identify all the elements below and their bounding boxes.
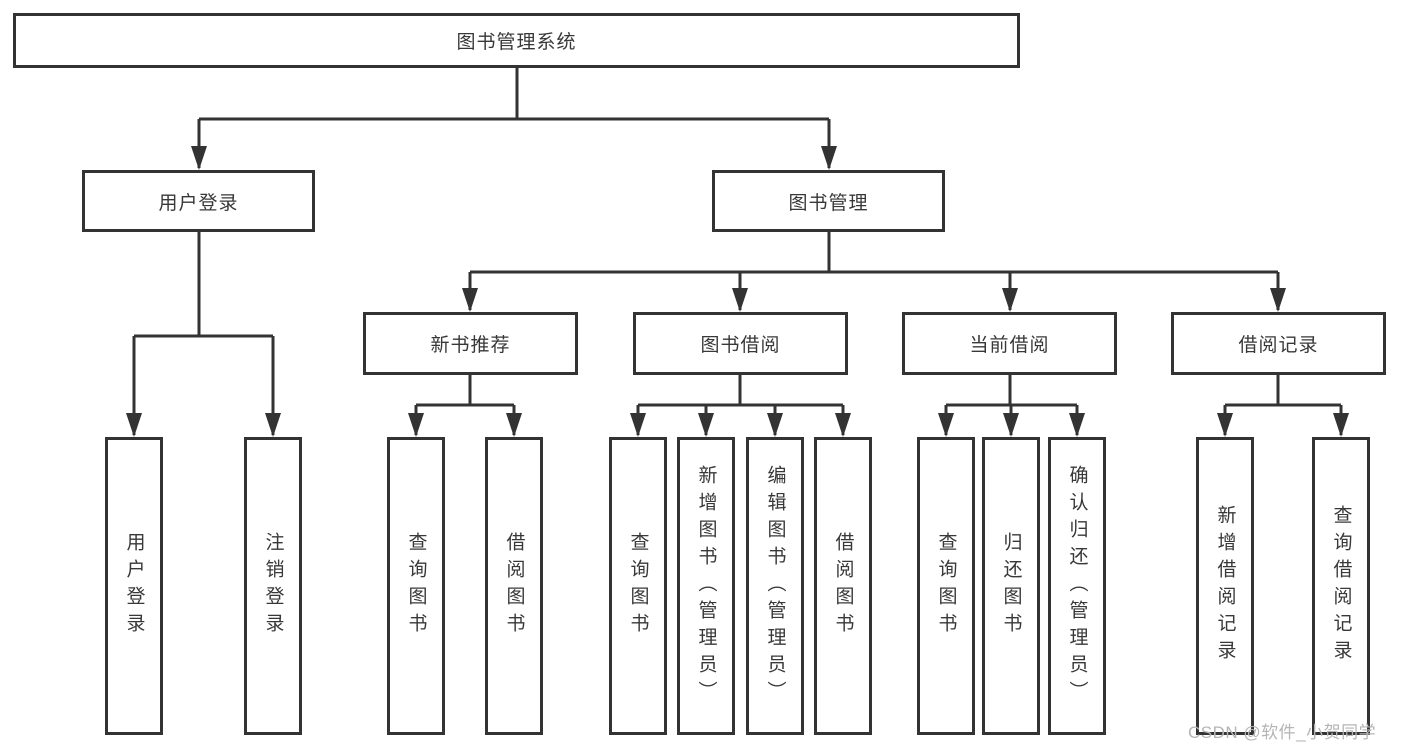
leaf-logout: 注销登录 bbox=[244, 437, 302, 735]
node-label: 图书管理 bbox=[788, 192, 869, 214]
leaf-label: 查询图书 bbox=[405, 532, 427, 640]
leaf-label: 借阅图书 bbox=[832, 532, 854, 640]
leaf-label: 注销登录 bbox=[262, 532, 284, 640]
node-label: 图书借阅 bbox=[700, 335, 781, 356]
csdn-watermark: CSDN @软件_小贺同学 bbox=[1188, 723, 1377, 742]
leaf-confirm-return-admin: 确认归还（管理员） bbox=[1048, 437, 1106, 735]
node-current-borrow: 当前借阅 bbox=[902, 312, 1117, 375]
node-label: 新书推荐 bbox=[430, 335, 511, 356]
node-borrow-records: 借阅记录 bbox=[1171, 312, 1386, 375]
leaf-query-books: 查询图书 bbox=[387, 437, 445, 735]
leaf-label: 查询图书 bbox=[935, 532, 957, 640]
node-user-login: 用户登录 bbox=[82, 170, 315, 232]
leaf-edit-books-admin: 编辑图书（管理员） bbox=[746, 437, 804, 735]
leaf-add-books-admin: 新增图书（管理员） bbox=[677, 437, 735, 735]
node-label: 图书管理系统 bbox=[456, 32, 577, 53]
leaf-label: 新增借阅记录 bbox=[1214, 505, 1236, 667]
leaf-label: 确认归还（管理员） bbox=[1066, 464, 1088, 708]
node-label: 当前借阅 bbox=[969, 335, 1050, 356]
node-label: 借阅记录 bbox=[1238, 335, 1319, 356]
leaf-label: 查询图书 bbox=[627, 532, 649, 640]
leaf-add-borrow-record: 新增借阅记录 bbox=[1196, 437, 1254, 735]
node-label: 用户登录 bbox=[158, 192, 239, 214]
node-new-book-recommend: 新书推荐 bbox=[363, 312, 578, 375]
node-book-borrow: 图书借阅 bbox=[633, 312, 848, 375]
leaf-label: 新增图书（管理员） bbox=[695, 464, 717, 708]
leaf-label: 查询借阅记录 bbox=[1330, 505, 1352, 667]
leaf-borrow-books: 借阅图书 bbox=[485, 437, 543, 735]
node-book-manage: 图书管理 bbox=[712, 170, 945, 232]
node-root-system: 图书管理系统 bbox=[13, 13, 1020, 68]
leaf-query-borrow-record: 查询借阅记录 bbox=[1312, 437, 1370, 735]
leaf-label: 编辑图书（管理员） bbox=[764, 464, 786, 708]
leaf-return-books: 归还图书 bbox=[982, 437, 1040, 735]
leaf-query-books: 查询图书 bbox=[609, 437, 667, 735]
leaf-label: 借阅图书 bbox=[503, 532, 525, 640]
leaf-query-books: 查询图书 bbox=[917, 437, 975, 735]
leaf-borrow-books: 借阅图书 bbox=[814, 437, 872, 735]
leaf-label: 归还图书 bbox=[1000, 532, 1022, 640]
leaf-user-login: 用户登录 bbox=[105, 437, 163, 735]
leaf-label: 用户登录 bbox=[123, 532, 145, 640]
